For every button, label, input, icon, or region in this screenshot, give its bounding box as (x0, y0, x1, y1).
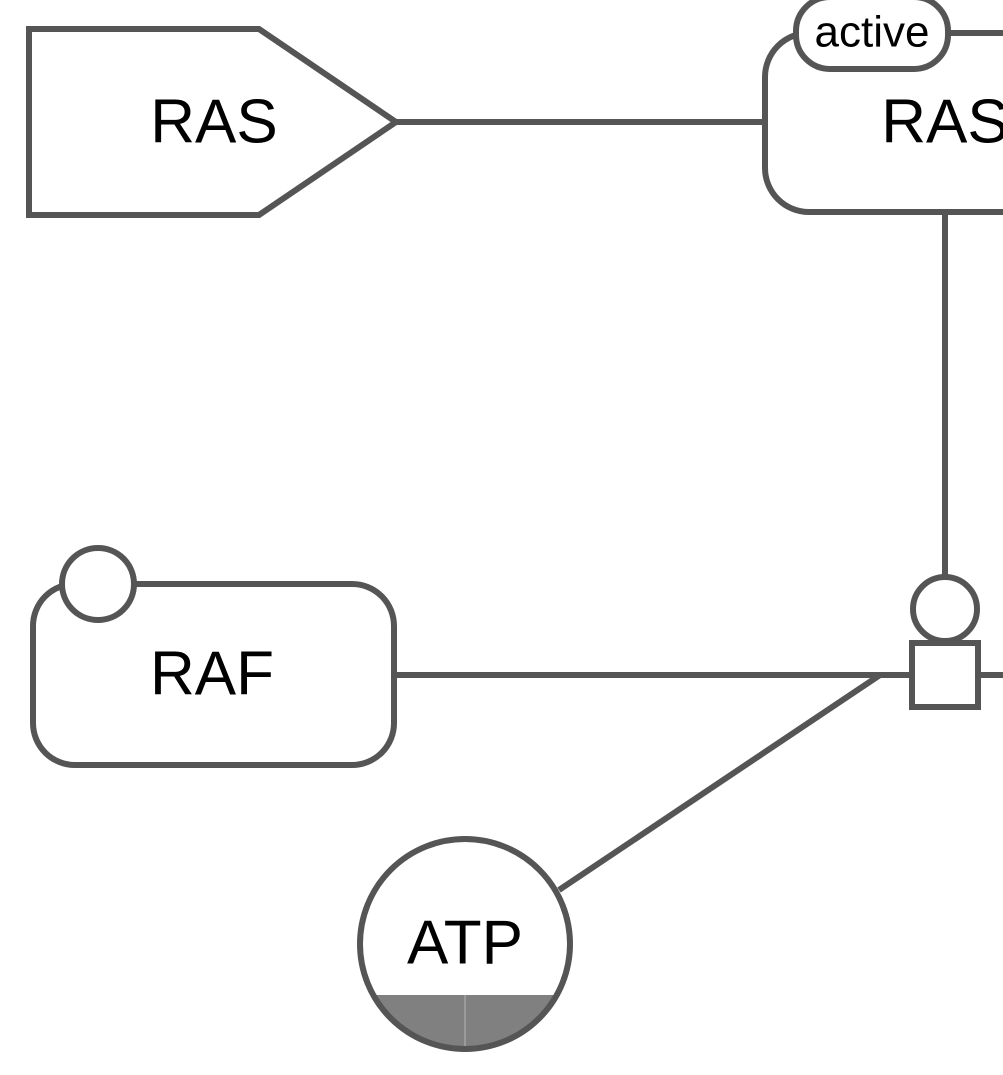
raf-shape (30, 581, 397, 768)
raf-label: RAF (150, 640, 274, 709)
raf-state-circle (59, 545, 137, 623)
raf-node[interactable]: RAF (30, 545, 397, 768)
process-node[interactable] (909, 574, 981, 710)
atp-node[interactable]: ATP (355, 836, 575, 1055)
atp-outline (357, 836, 573, 1052)
process-modulation-circle (910, 574, 980, 644)
edge-atp-to-process (557, 672, 882, 893)
ras-active-label: RAS (881, 88, 1003, 157)
ras-state-variable-label: active (815, 8, 930, 57)
process-square (909, 640, 981, 710)
ras-active-node[interactable]: RAS active (762, 0, 1003, 215)
ras-tag-shape (26, 26, 402, 218)
atp-label: ATP (407, 909, 523, 978)
ras-tag-label: RAS (150, 88, 277, 157)
ras-state-variable: active (793, 0, 951, 72)
ras-tag-node[interactable]: RAS (26, 26, 402, 218)
ras-state-variable-shape (793, 0, 951, 72)
